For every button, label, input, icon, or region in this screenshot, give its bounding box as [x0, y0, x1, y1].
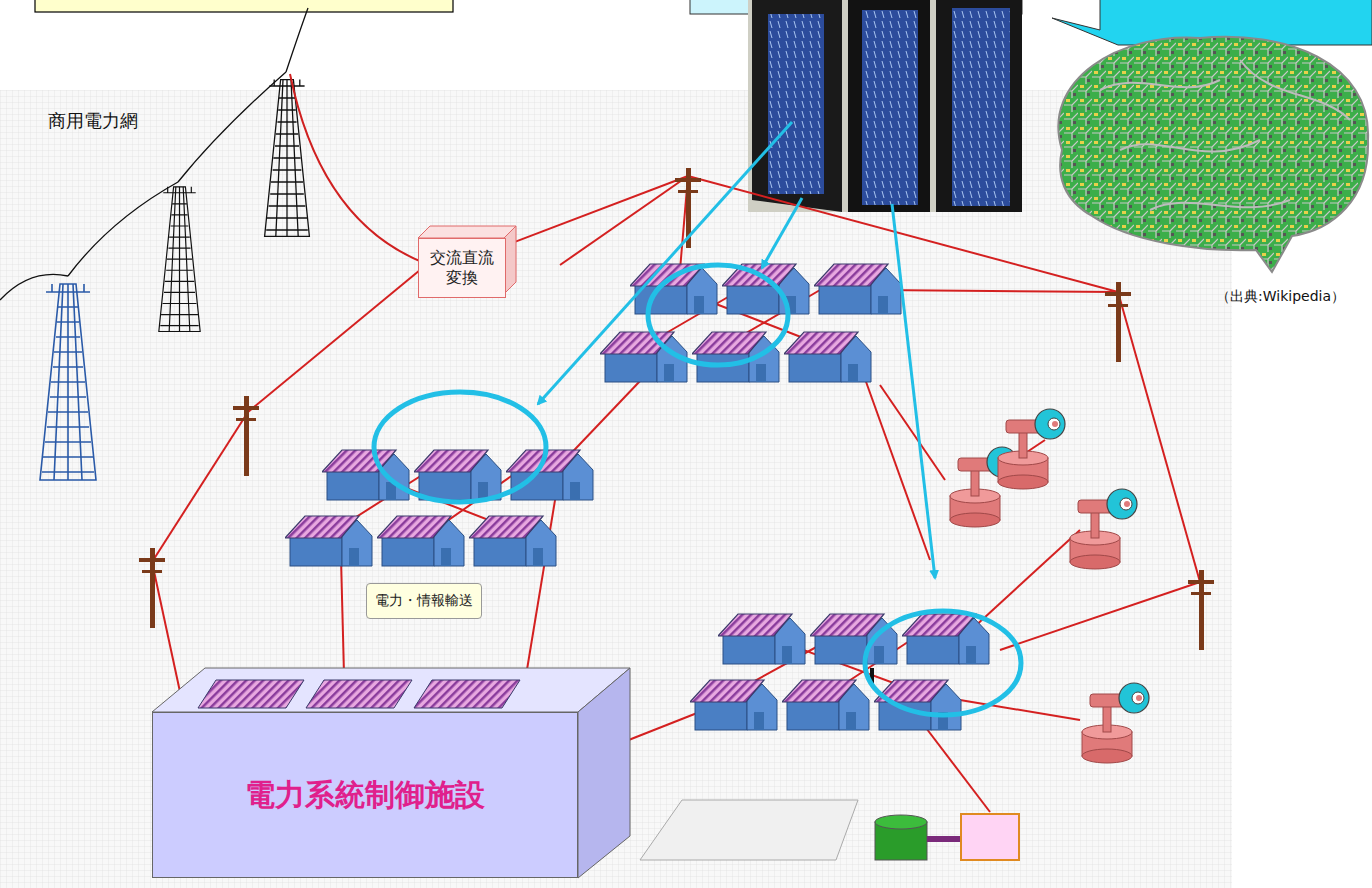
brain-image	[1058, 37, 1368, 272]
utility-pole	[139, 168, 1214, 650]
highlight-arrow	[538, 122, 935, 578]
power-line	[290, 74, 422, 262]
node-text: 電力・情報輸送	[375, 592, 473, 610]
transport-box: 電力・情報輸送	[366, 583, 482, 619]
facility-box-faces	[152, 668, 630, 878]
grid-ground	[0, 90, 1232, 888]
power-wire	[0, 8, 308, 300]
pylon	[265, 80, 310, 237]
network-label: 商用電力網	[48, 110, 138, 132]
node-text: 交流直流変換	[427, 248, 497, 288]
converter-box: 交流直流変換	[418, 238, 506, 298]
storage-equipment	[640, 800, 1019, 860]
solar-house	[285, 264, 989, 730]
pylon	[159, 187, 200, 332]
supercomputer-photo	[748, 0, 1022, 212]
top-box	[35, 0, 453, 12]
source-note: （出典:Wikipedia）	[1216, 288, 1345, 305]
node-text: 電力系統制御施設	[245, 776, 485, 814]
pylon	[40, 284, 96, 480]
control-facility-box: 電力系統制御施設	[152, 712, 578, 878]
